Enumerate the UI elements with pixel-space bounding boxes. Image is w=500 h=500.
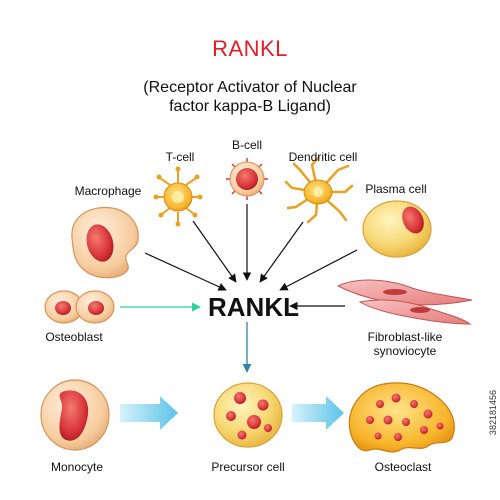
subtitle-line-1: (Receptor Activator of Nuclear [143, 79, 357, 96]
label-b-cell: B-cell [231, 138, 262, 152]
b-cell-icon [226, 158, 268, 200]
macrophage-icon [71, 206, 139, 279]
diagram-title: RANKL [212, 36, 288, 61]
label-monocyte: Monocyte [50, 460, 104, 474]
stock-id: 382181456 [488, 390, 498, 436]
dendritic-cell-icon [284, 156, 354, 224]
label-osteoclast: Osteoclast [374, 460, 432, 474]
arrow-plasma [279, 249, 358, 291]
osteoclast-icon [348, 382, 455, 453]
fibroblast-synoviocyte-icon [336, 279, 473, 325]
precursor-cell-icon [213, 382, 283, 448]
label-fibroblast-line-2: synoviocyte [373, 344, 437, 358]
arrow-dendritic [259, 221, 304, 283]
big-arrow-monocyte-to-precursor [120, 396, 178, 430]
label-osteoblast: Osteoblast [45, 330, 103, 344]
label-macrophage: Macrophage [74, 184, 142, 198]
arrow-t-cell [192, 220, 237, 283]
osteoblast-icon [44, 290, 115, 324]
diagram-subtitle: (Receptor Activator of Nuclear factor ka… [0, 78, 500, 116]
plasma-cell-icon [362, 200, 432, 258]
label-fibroblast-line-1: Fibroblast-like [367, 330, 443, 344]
label-dendritic-cell: Dendritic cell [288, 150, 358, 164]
arrow-macrophage [144, 252, 227, 291]
label-plasma-cell: Plasma cell [365, 182, 427, 196]
subtitle-line-2: factor kappa-B Ligand) [169, 98, 331, 115]
label-t-cell: T-cell [165, 150, 195, 164]
label-precursor-cell: Precursor cell [211, 460, 285, 474]
input-arrows [144, 204, 358, 311]
t-cell-icon [153, 166, 203, 227]
monocyte-icon [40, 379, 110, 451]
label-fibroblast-synoviocyte: Fibroblast-like synoviocyte [350, 330, 460, 358]
big-arrow-precursor-to-osteoclast [292, 396, 344, 430]
rankl-center-label: RANKL [208, 292, 299, 322]
